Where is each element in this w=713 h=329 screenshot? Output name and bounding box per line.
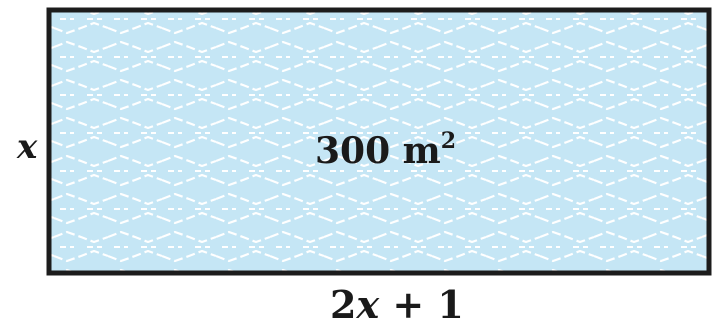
width-label: 2x + 1 [330, 282, 464, 327]
width-coefficient: 2 [330, 282, 356, 327]
rectangle-shape [46, 7, 712, 276]
width-constant: + 1 [379, 282, 464, 327]
area-exponent: 2 [441, 128, 456, 154]
area-value: 300 m [315, 130, 441, 172]
width-variable: x [355, 282, 380, 327]
height-label: x [16, 127, 38, 167]
area-label: 300 m2 [315, 128, 456, 172]
